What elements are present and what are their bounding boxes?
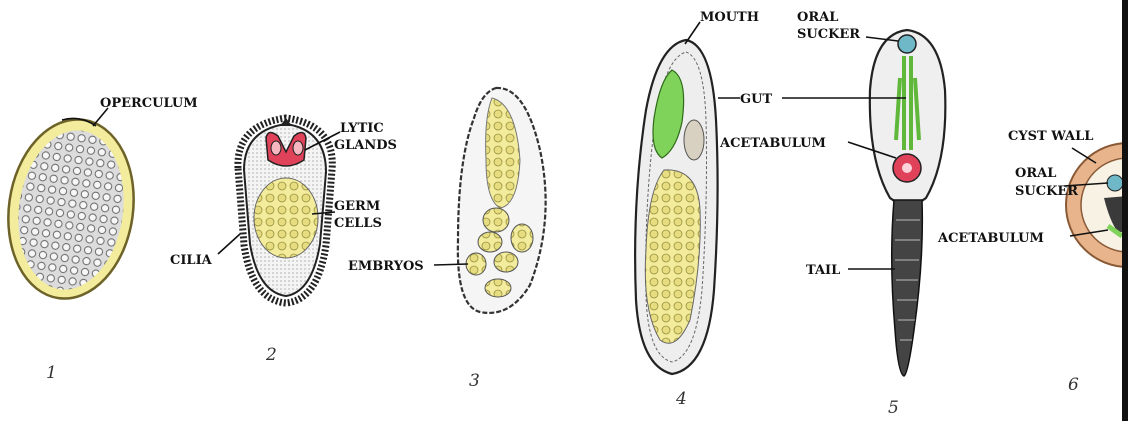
cilia-label: CILIA (170, 253, 213, 268)
cyst-oral-sucker (1107, 175, 1123, 191)
lytic-gland-left (271, 141, 281, 155)
tail-label: TAIL (806, 263, 840, 278)
mouth-leader (685, 22, 700, 44)
stage-6-metacercaria: CYST WALL ORAL SUCKER ACETABULUM 6 (937, 0, 1128, 421)
embryo (483, 208, 509, 232)
lytic-glands-label-2: GLANDS (334, 138, 397, 153)
embryo (511, 224, 533, 252)
stage-5-cercaria: GUT ACETABULUM ORAL SUCKER TAIL 5 (718, 10, 945, 418)
embryo (485, 279, 511, 297)
germ-cell-mass (254, 178, 318, 258)
stage-number-6: 6 (1068, 375, 1079, 395)
acetabulum-label: ACETABULUM (719, 136, 826, 151)
oral-sucker-label-2: SUCKER (797, 27, 860, 42)
embryo (494, 252, 518, 272)
acetabulum-center (902, 163, 912, 173)
oral-sucker (898, 35, 916, 53)
embryos-leader (434, 264, 468, 265)
cyst-oral-sucker-label-1: ORAL (1015, 166, 1056, 181)
stage-number-3: 3 (469, 371, 480, 391)
embryo (466, 253, 486, 275)
cercaria-tail (892, 200, 923, 376)
stage-number-4: 4 (675, 389, 687, 409)
redia-embryo (684, 120, 704, 160)
oral-sucker-label-1: ORAL (797, 10, 838, 25)
cilia-leader (218, 234, 240, 254)
cyst-acetabulum-label: ACETABULUM (937, 231, 1044, 246)
operculum-label: OPERCULUM (100, 96, 198, 111)
stage-number-1: 1 (46, 363, 57, 383)
embryo (478, 232, 502, 252)
stage-4-redia: MOUTH 4 (635, 10, 759, 409)
embryos-label: EMBRYOS (348, 259, 424, 274)
mouth-label: MOUTH (700, 10, 759, 25)
germ-cells-label-1: GERM (334, 199, 380, 214)
lytic-gland-right (293, 141, 303, 155)
lytic-glands-label-1: LYTIC (340, 121, 384, 136)
stage-number-5: 5 (888, 398, 899, 418)
gut-label: GUT (740, 92, 772, 107)
stage-2-miracidium: LYTIC GLANDS GERM CELLS CILIA 2 (170, 118, 397, 365)
germ-cells-label-2: CELLS (334, 216, 382, 231)
stage-number-2: 2 (265, 345, 277, 365)
stage-1-egg: OPERCULUM 1 (0, 96, 198, 383)
right-edge-bar (1122, 0, 1128, 421)
cyst-wall-label: CYST WALL (1008, 129, 1093, 144)
cyst-oral-sucker-label-2: SUCKER (1015, 184, 1078, 199)
